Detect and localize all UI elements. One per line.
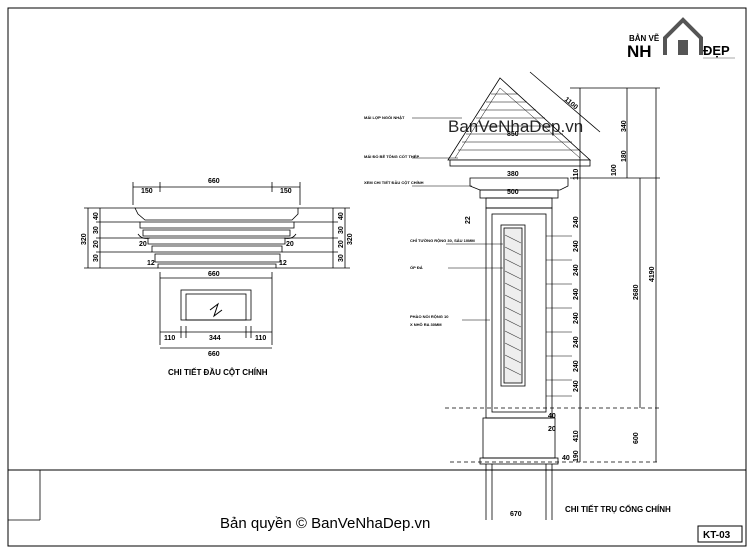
dim-top-left: 150 [141,188,153,195]
dim-right-s2: 30 [338,226,345,234]
dim-small-right: 20 [286,241,294,248]
dim-right-total: 320 [347,233,354,245]
dim-roof-width: 850 [507,131,519,138]
dim-top-right: 150 [280,188,292,195]
label-molding: PHÀO NỔI RỘNG 10 [410,314,449,319]
stone-joints [546,235,572,397]
dim-base-40-b: 40 [562,455,570,462]
dim-r-110: 110 [573,169,580,180]
sheet-number-box [697,525,743,543]
dim-r-240-h: 240 [573,380,580,392]
stone-panel [503,227,523,384]
dim-top-total: 660 [208,178,220,185]
dim-cap-total: 500 [507,189,519,196]
sheet-number: KT-03 [703,530,731,541]
dim-bottom-left-small: 12 [147,260,155,267]
gate-pillar [412,71,660,520]
dim-r-240-b: 240 [573,240,580,252]
pillar-dimensions: 1100 850 380 500 22 340 180 100 110 240 … [465,96,656,518]
dim-mid-width: 660 [208,271,220,278]
dim-left-total: 320 [81,233,88,245]
column-head-dimensions: 660 150 150 660 110 344 110 660 320 320 … [81,178,354,358]
dim-left-s2: 30 [93,226,100,234]
label-column-head: XEM CHI TIẾT ĐẦU CỘT CHÍNH [364,180,424,185]
logo-nh: NH [627,42,652,61]
sheet-border [7,7,747,547]
logo-line1: BẢN VẼ [629,34,660,43]
dim-bottom-c: 110 [255,335,266,342]
dim-height-a: 2680 [633,284,640,300]
dim-bottom-right-small: 12 [279,260,287,267]
label-molding-projection: X NHÔ RA 30MM [410,322,442,327]
logo-dep: ĐẸP [703,43,730,58]
dim-ground: 670 [510,511,522,518]
dim-r-340: 340 [621,120,628,132]
dim-r-240-a: 240 [573,216,580,228]
dim-r-180: 180 [621,150,628,162]
roof-tile-hatch [458,93,580,151]
gate-pillar-title: CHI TIẾT TRỤ CỔNG CHÍNH [565,504,671,514]
dim-left-s3: 20 [93,240,100,248]
dim-base-40-a: 40 [548,413,556,420]
dim-r-240-e: 240 [573,312,580,324]
label-stone-cladding: ỐP ĐÁ [410,265,423,270]
dim-bottom-total: 660 [208,351,220,358]
brand-logo: BẢN VẼ NH ĐẸP [627,17,735,61]
watermark-top: BanVeNhaDep.vn [448,117,583,136]
dim-base-20: 20 [548,426,556,433]
dim-r-190: 190 [573,450,580,462]
dim-right-s1: 40 [338,212,345,220]
dim-left-s4: 30 [93,254,100,262]
dim-r-240-d: 240 [573,288,580,300]
dim-r-240-c: 240 [573,264,580,276]
dim-bottom-a: 110 [164,335,175,342]
label-concrete-roof: MÁI ĐỔ BÊ TÔNG CỐT THÉP [364,154,419,159]
dim-r-240-f: 240 [573,336,580,348]
column-head-title: CHI TIẾT ĐẦU CỘT CHÍNH [168,367,268,377]
dim-right-s3: 20 [338,240,345,248]
dim-small-left: 20 [139,241,147,248]
dim-cap-width: 380 [507,171,519,178]
dim-r-410: 410 [573,430,580,442]
dim-r-100: 100 [611,164,618,176]
house-icon [663,17,703,55]
dim-right-s4: 30 [338,254,345,262]
column-head-detail [84,182,350,349]
house-door-icon [678,40,688,55]
label-wall-groove: CHỈ TƯỜNG RỘNG 30, SÂU 10MM [410,238,475,243]
dim-panel-left: 22 [465,216,472,224]
watermark-bottom: Bản quyền © BanVeNhaDep.vn [220,515,430,532]
panel-pattern [504,234,522,376]
pillar-labels: MÁI LỢP NGÓI NHẬT MÁI ĐỔ BÊ TÔNG CỐT THÉ… [364,115,475,327]
dim-bottom-b: 344 [209,335,221,342]
dim-base: 600 [633,432,640,444]
label-roof-tiles: MÁI LỢP NGÓI NHẬT [364,115,405,120]
dim-height-total: 4190 [649,266,656,282]
dim-left-s1: 40 [93,212,100,220]
dim-r-240-g: 240 [573,360,580,372]
dim-roof-slope: 1100 [563,96,579,111]
